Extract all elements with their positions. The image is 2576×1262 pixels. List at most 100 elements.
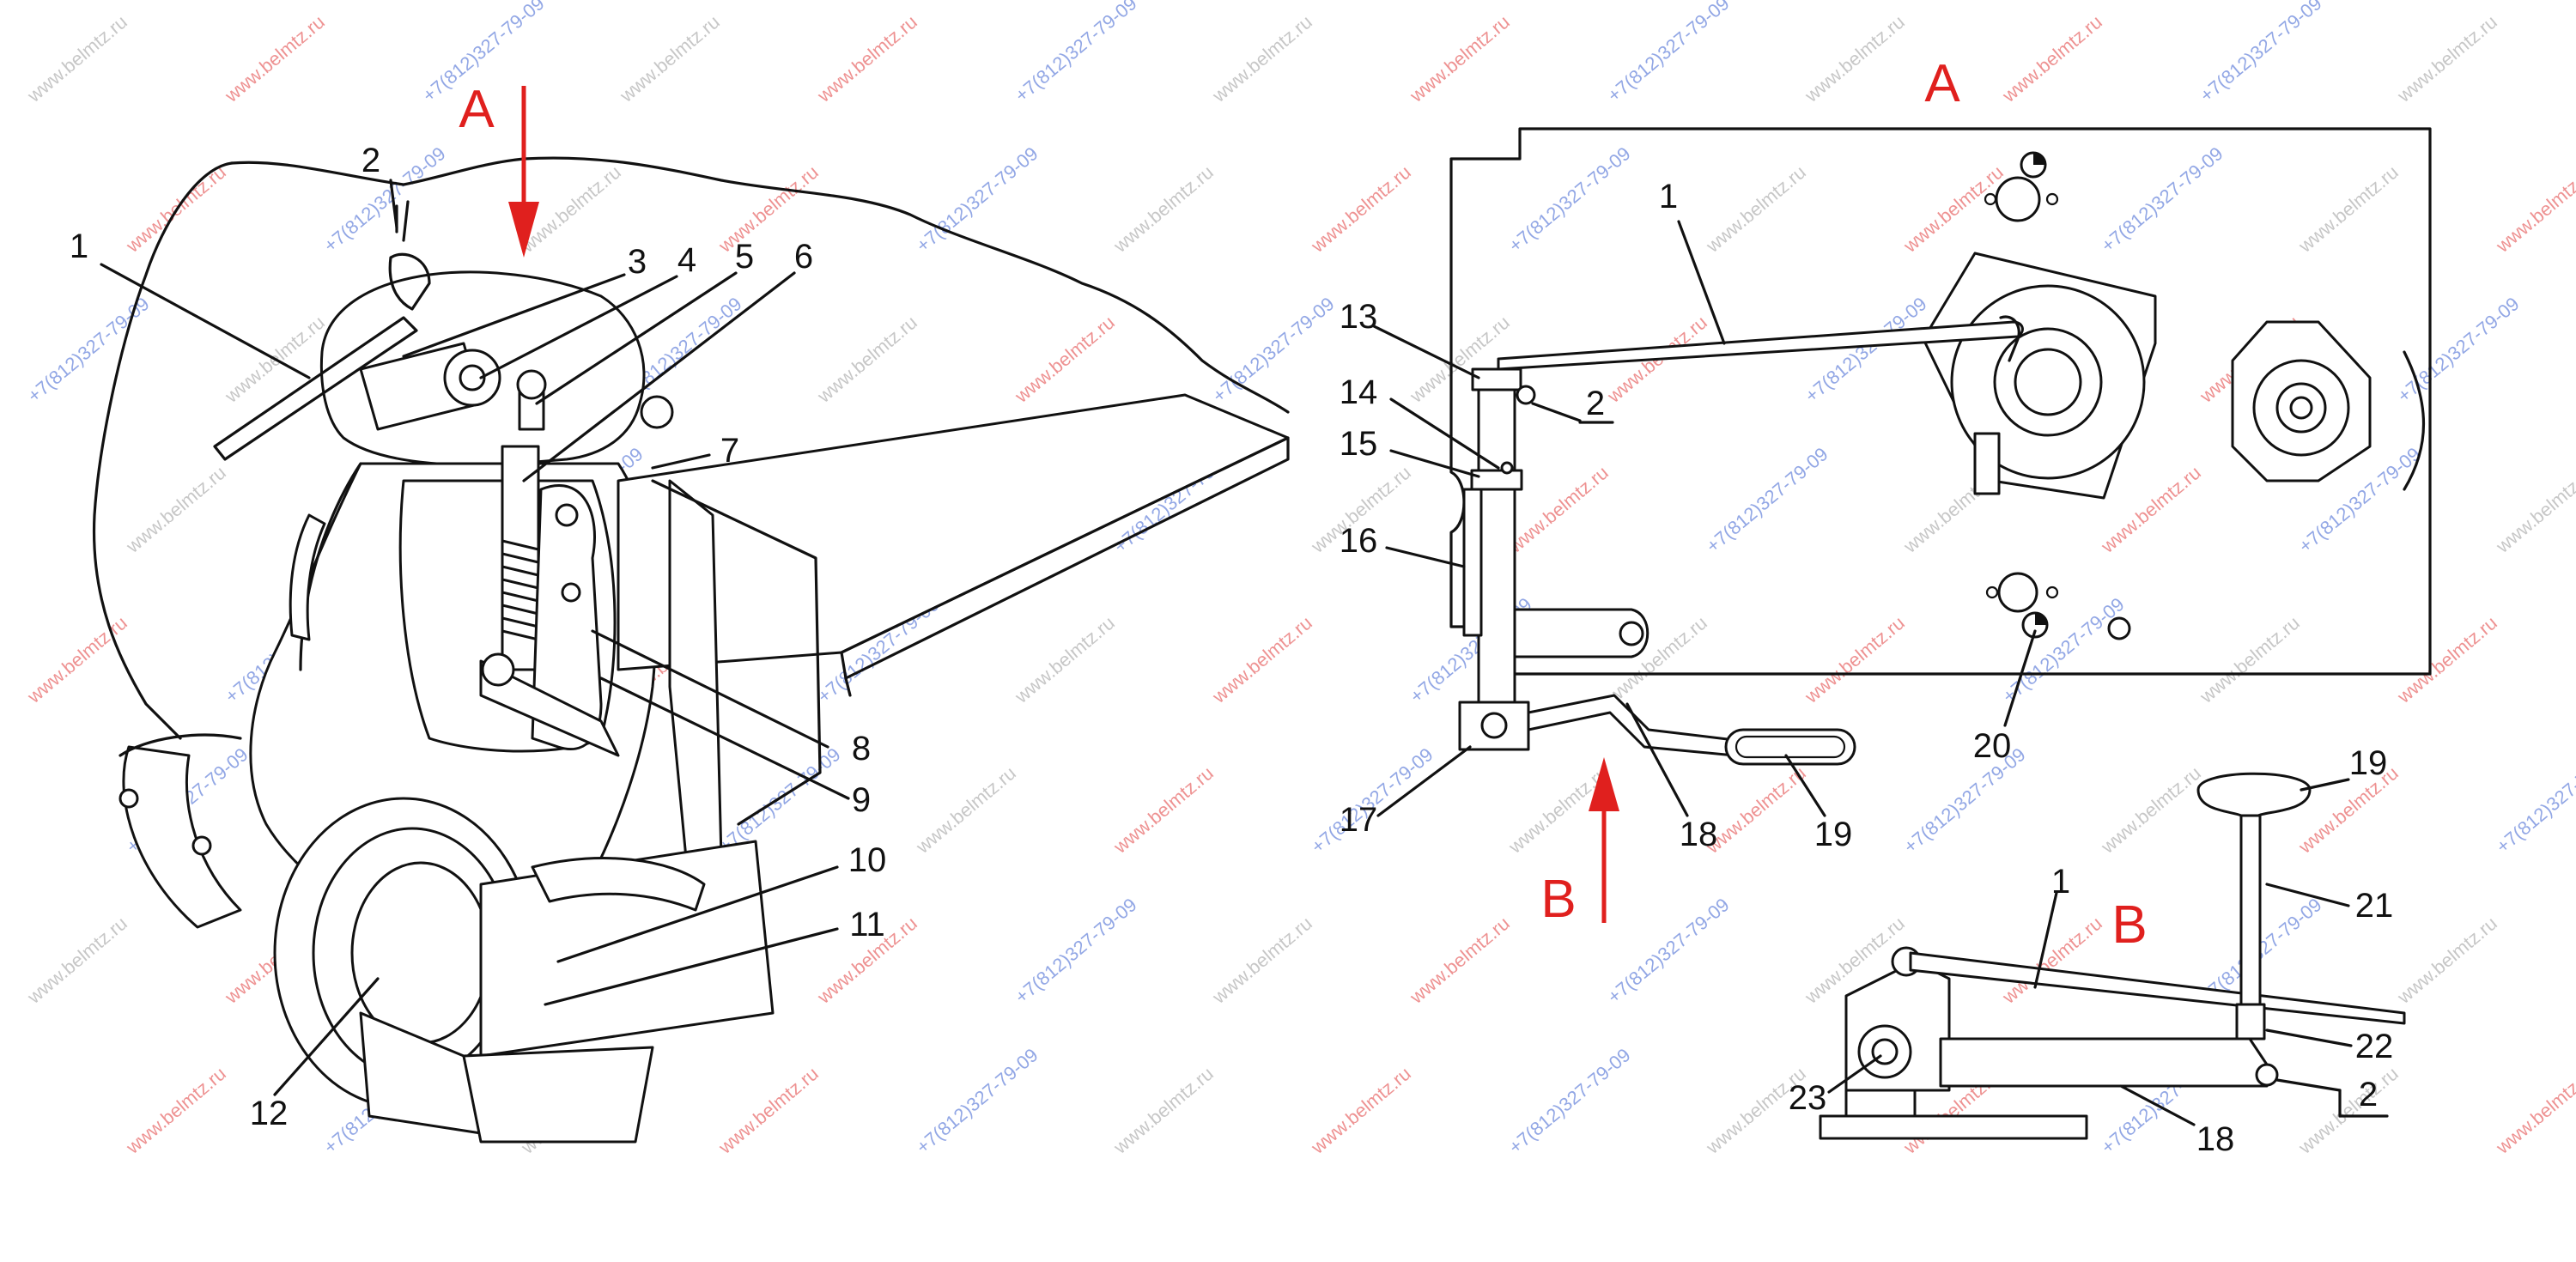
callout-right-2: 2 xyxy=(1586,385,1605,422)
hole-2 xyxy=(191,835,212,856)
watermark-text: +7(812)327-79-09 xyxy=(319,143,449,257)
callout-right-13: 13 xyxy=(1340,298,1378,336)
detail-rod-1 xyxy=(1909,951,2406,1025)
watermark-text: www.belmtz.ru xyxy=(2293,1063,2402,1159)
watermark-text: +7(812)327-79-09 xyxy=(1603,894,1733,1008)
watermark-text: www.belmtz.ru xyxy=(2392,913,2500,1009)
bevel-gear-left-outline xyxy=(118,733,242,757)
left-callout-labels: 1 2 3 4 5 6 7 8 9 10 11 12 xyxy=(70,142,886,1132)
view-letter-a-left: A xyxy=(459,80,495,139)
housing-flange xyxy=(299,462,362,671)
callout-right-20: 20 xyxy=(1973,727,2012,765)
right-callout-labels: 1 2 13 14 15 16 17 18 19 20 xyxy=(1340,178,2012,853)
watermark-text: +7(812)327-79-09 xyxy=(1702,443,1832,557)
watermark-text: www.belmtz.ru xyxy=(615,11,723,107)
callout-left-9: 9 xyxy=(852,781,871,819)
detail-leader-lines xyxy=(1827,778,2389,1126)
watermark-text: +7(812)327-79-09 xyxy=(2097,143,2227,257)
watermark-text: www.belmtz.ru xyxy=(1701,762,1809,859)
link-arm xyxy=(479,659,620,757)
watermark-text: www.belmtz.ru xyxy=(2195,612,2303,708)
selector-bracket xyxy=(1973,432,2001,495)
cover-bolt xyxy=(640,395,674,429)
watermark-text: +7(812)327-79-09 xyxy=(1011,0,1140,106)
detail-callout-labels: 1 19 21 22 2 18 23 xyxy=(1789,744,2394,1158)
hole-mid-a xyxy=(1997,572,2038,613)
watermark-text: www.belmtz.ru xyxy=(2392,11,2500,107)
callout-left-3: 3 xyxy=(628,243,647,281)
housing-flange-gear xyxy=(289,513,326,641)
watermark-text: www.belmtz.ru xyxy=(22,11,131,107)
detail-base xyxy=(1819,1114,2088,1140)
side-view-b xyxy=(1819,772,2406,1140)
watermark-text: www.belmtz.ru xyxy=(1701,161,1809,258)
link-pin xyxy=(481,652,515,687)
shift-lever-18 xyxy=(1527,694,1736,757)
callout-left-8: 8 xyxy=(852,730,871,768)
rod-2-wire xyxy=(395,200,410,242)
hole-top-a xyxy=(1995,176,2041,222)
view-b-arrow: B xyxy=(1540,757,1619,929)
watermark-text: www.belmtz.ru xyxy=(1405,913,1513,1009)
watermark-text: www.belmtz.ru xyxy=(2293,161,2402,258)
watermark-text: www.belmtz.ru xyxy=(1010,612,1118,708)
shaft-collar-top xyxy=(1471,367,1522,391)
callout-left-2: 2 xyxy=(361,142,380,179)
callout-detail-1: 1 xyxy=(2051,863,2070,901)
rod-2-pin xyxy=(388,252,431,311)
callout-left-5: 5 xyxy=(735,238,754,276)
shifter-spring xyxy=(501,539,539,641)
hole-mid-e xyxy=(2107,616,2131,640)
watermark-text: www.belmtz.ru xyxy=(714,1063,822,1159)
callout-detail-18: 18 xyxy=(2196,1120,2235,1158)
callout-left-6: 6 xyxy=(794,238,813,276)
watermark-text: www.belmtz.ru xyxy=(1207,612,1315,708)
flat-plate-edge xyxy=(840,436,1290,680)
watermark-text: www.belmtz.ru xyxy=(1997,11,2105,107)
top-plate-outline xyxy=(1449,127,2432,676)
callout-left-12: 12 xyxy=(250,1095,289,1132)
rocker-pin2 xyxy=(561,582,581,603)
watermark-text: www.belmtz.ru xyxy=(2096,762,2204,859)
shaft-pin-15 xyxy=(1500,461,1514,475)
watermark-text: www.belmtz.ru xyxy=(121,462,229,558)
hole-mid-b-fill xyxy=(2035,613,2047,625)
watermark-text: www.belmtz.ru xyxy=(1997,913,2105,1009)
watermark-text: +7(812)327-79-09 xyxy=(714,743,844,858)
shift-fork xyxy=(531,857,706,912)
watermark-text: +7(812)327-79-09 xyxy=(1504,1044,1634,1158)
watermark-text: www.belmtz.ru xyxy=(2096,462,2204,558)
watermark-text: www.belmtz.ru xyxy=(1899,161,2007,258)
housing-top-edge xyxy=(230,156,1290,414)
hole-top-c xyxy=(1984,192,1997,206)
watermark-text: www.belmtz.ru xyxy=(1800,612,1908,708)
rocker-pin xyxy=(555,503,579,527)
watermark-text: www.belmtz.ru xyxy=(220,11,328,107)
view-letter-b-arrow: B xyxy=(1540,870,1576,929)
callout-right-18: 18 xyxy=(1680,816,1718,853)
watermark-text: www.belmtz.ru xyxy=(121,1063,229,1159)
watermark-text: www.belmtz.ru xyxy=(911,762,1019,859)
callout-detail-2: 2 xyxy=(2359,1076,2378,1113)
right-leader-lines xyxy=(1372,220,2037,817)
view-letter-b-detail: B xyxy=(2111,895,2147,955)
detail-base-block xyxy=(1844,1089,1917,1118)
watermark-text: www.belmtz.ru xyxy=(22,913,131,1009)
callout-right-15: 15 xyxy=(1340,425,1378,463)
hole-top-d xyxy=(2045,192,2059,206)
watermark-text: +7(812)327-79-09 xyxy=(1603,0,1733,106)
watermark-text: +7(812)327-79-09 xyxy=(2393,293,2523,407)
bearing-arc xyxy=(2403,350,2426,491)
watermark-text: www.belmtz.ru xyxy=(812,11,920,107)
watermark-text: +7(812)327-79-09 xyxy=(2492,743,2576,858)
flat-plate xyxy=(617,393,1290,671)
watermark-text: +7(812)327-79-09 xyxy=(912,1044,1042,1158)
callout-detail-19: 19 xyxy=(2349,744,2388,782)
watermark-text: +7(812)327-79-09 xyxy=(912,143,1042,257)
view-letter-a-right: A xyxy=(1924,54,1960,113)
callout-left-4: 4 xyxy=(677,241,696,279)
watermark-text: www.belmtz.ru xyxy=(1207,913,1315,1009)
callout-left-1: 1 xyxy=(70,228,88,265)
callout-left-10: 10 xyxy=(848,841,887,879)
